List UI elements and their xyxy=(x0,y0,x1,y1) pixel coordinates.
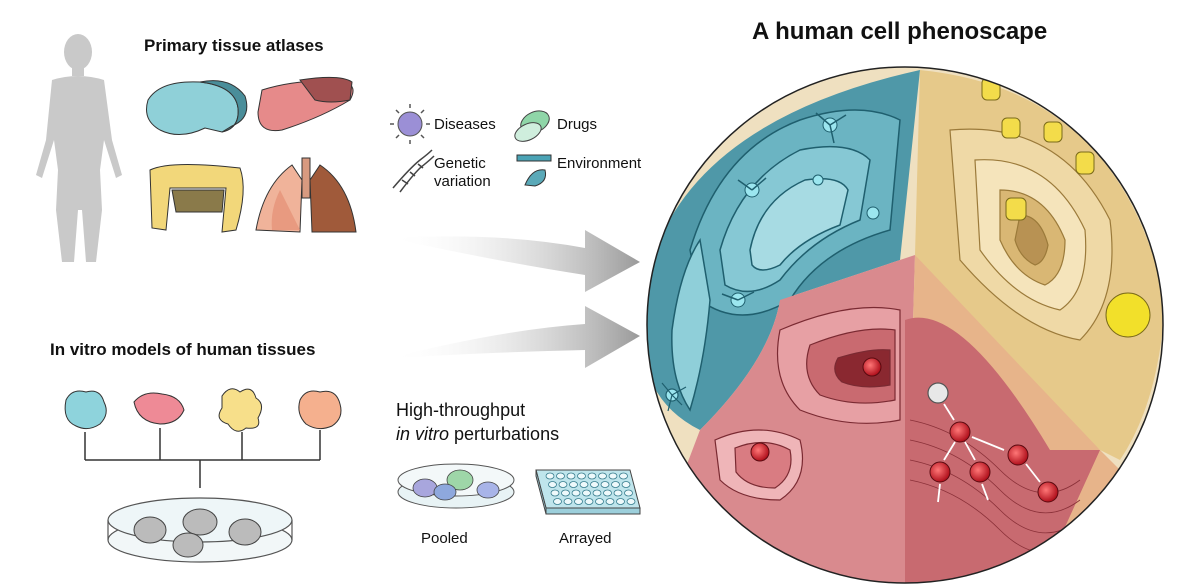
blue-tissue-layers xyxy=(671,109,901,412)
page-title: A human cell phenoscape xyxy=(752,18,1048,45)
plate-well xyxy=(561,489,570,497)
plate-well xyxy=(545,472,555,480)
plate-well xyxy=(571,489,581,497)
plate-well xyxy=(624,489,633,497)
plate-well xyxy=(626,498,636,505)
plate-well xyxy=(616,498,625,505)
organoid-pink xyxy=(133,392,185,425)
primary-tissue-heading: Primary tissue atlases xyxy=(144,36,324,55)
plate-well xyxy=(577,472,586,480)
liver-icon xyxy=(257,76,354,132)
neuron-cells xyxy=(721,112,880,308)
perturbations-italic: in vitro xyxy=(396,424,450,444)
plate-well xyxy=(613,489,623,497)
plate-well xyxy=(603,489,612,497)
intestine-icon xyxy=(149,163,244,233)
plate-well xyxy=(579,481,589,488)
plate-well xyxy=(590,481,599,488)
loose-neuron-icon xyxy=(661,382,687,412)
plate-well xyxy=(582,489,591,497)
genetic-variation-label: Genetic variation xyxy=(434,155,491,191)
plate-well xyxy=(563,498,573,505)
virus-icon xyxy=(390,104,430,144)
environment-label: Environment xyxy=(557,155,642,172)
human-silhouette-icon xyxy=(36,34,122,262)
diseases-label: Diseases xyxy=(434,116,496,133)
plate-well xyxy=(611,481,620,488)
phenoscape-sphere xyxy=(647,67,1163,583)
pooled-dish-icon xyxy=(397,463,515,509)
plate-well xyxy=(548,481,557,488)
organoid-connector xyxy=(84,428,321,488)
perturbations-rest: perturbations xyxy=(449,424,560,444)
organoid-yellow xyxy=(218,388,262,432)
plate-well xyxy=(600,481,610,488)
lungs-icon xyxy=(255,157,357,233)
arrayed-label: Arrayed xyxy=(559,530,612,547)
genetic-label-line1: Genetic xyxy=(434,155,486,172)
perturbations-heading: High-throughput in vitro perturbations xyxy=(396,398,559,446)
perturbations-line1: High-throughput xyxy=(396,400,526,420)
petri-dish-icon xyxy=(107,497,293,563)
differentiation-cells xyxy=(927,382,1059,503)
perturbations-line2: in vitro perturbations xyxy=(396,422,559,446)
plate-well xyxy=(587,472,597,480)
environment-icon xyxy=(516,154,552,187)
plate-well xyxy=(619,472,628,480)
red-cell xyxy=(750,442,770,462)
arrayed-plate-icon xyxy=(535,469,641,515)
plate-well xyxy=(584,498,594,505)
genetic-label-line2: variation xyxy=(434,173,491,190)
organoid-orange xyxy=(298,390,342,430)
plate-well xyxy=(566,472,576,480)
brain-icon xyxy=(146,80,248,135)
arrow-top xyxy=(390,230,640,292)
yellow-cells xyxy=(981,77,1151,338)
dna-icon xyxy=(392,149,435,193)
plate-well xyxy=(608,472,618,480)
pink-tissue-layers xyxy=(714,306,901,501)
plate-well xyxy=(592,489,602,497)
plate-well xyxy=(556,472,565,480)
pooled-label: Pooled xyxy=(421,530,468,547)
pill-icon xyxy=(514,110,550,142)
plate-well xyxy=(558,481,568,488)
plate-well xyxy=(595,498,604,505)
plate-well xyxy=(621,481,631,488)
plate-well xyxy=(605,498,615,505)
plate-well xyxy=(569,481,578,488)
red-cell xyxy=(862,357,882,377)
plate-well xyxy=(598,472,607,480)
plate-well xyxy=(553,498,562,505)
plate-well xyxy=(550,489,560,497)
organoid-blue xyxy=(64,390,107,430)
arrow-bottom xyxy=(390,306,640,368)
drugs-label: Drugs xyxy=(557,116,598,133)
plate-well xyxy=(574,498,583,505)
in-vitro-heading: In vitro models of human tissues xyxy=(50,340,316,359)
